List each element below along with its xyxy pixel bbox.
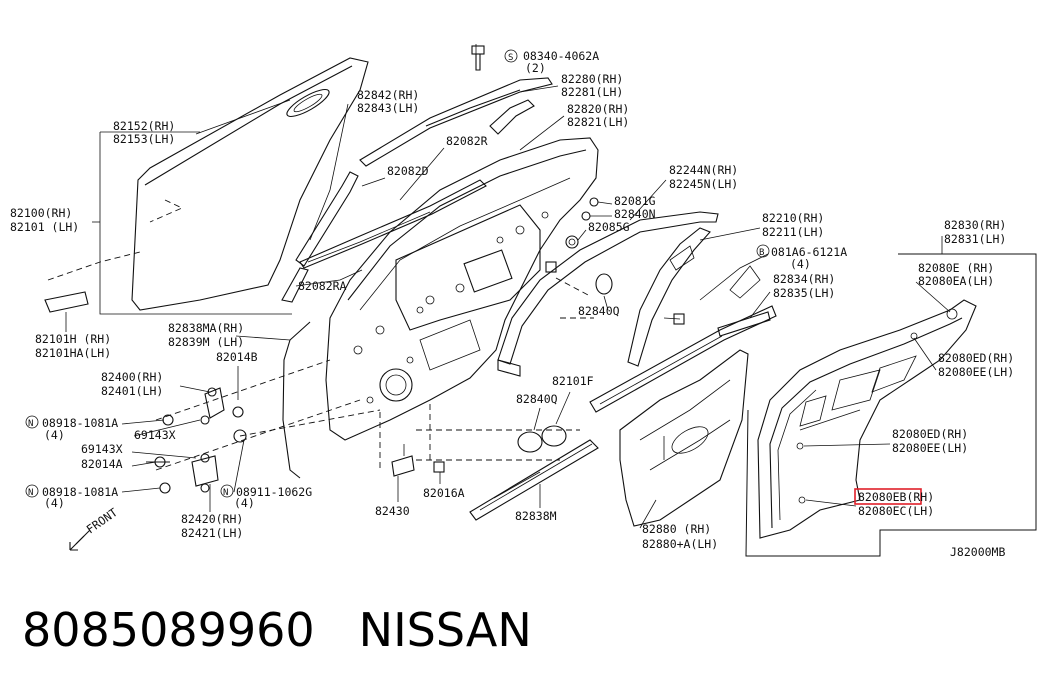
part-label-46: 82080ED(RH) [892, 427, 968, 441]
part-label-2: (2) [525, 61, 546, 75]
part-label-5: 82842(RH) [357, 88, 419, 102]
part-label-60: 82421(LH) [181, 526, 243, 540]
part-label-35: 82101HA(LH) [35, 346, 111, 360]
part-label-39: 82400(RH) [101, 370, 163, 384]
dashed-guides [155, 277, 594, 471]
part-label-47: 82080EE(LH) [892, 441, 968, 455]
part-label-52: 82016A [423, 486, 465, 500]
leader-lines [121, 44, 951, 529]
highlight-box [854, 488, 922, 505]
bolt-08340-icon: S [471, 45, 518, 71]
part-label-26: 82080E (RH) [918, 261, 994, 275]
weatherstrip-assembly [745, 253, 1037, 557]
part-label-44: (4) [44, 428, 65, 442]
svg-text:B: B [759, 248, 764, 258]
part-label-63: FRONT [84, 505, 120, 536]
part-label-50: 08918-1081A [42, 485, 118, 499]
part-label-3: 82280(RH) [561, 72, 623, 86]
pad-82101h [44, 251, 141, 332]
part-label-4: 82281(LH) [561, 85, 623, 99]
part-label-40: 82101F [552, 374, 594, 388]
part-label-55: 82080EB(RH) [858, 490, 934, 504]
window-seal-strips [281, 77, 553, 303]
trim-panel-82880 [619, 349, 749, 527]
part-label-16: 82100(RH) [10, 206, 72, 220]
parts-diagram: S [10, 44, 1037, 559]
caption-bar: 8085089960 NISSAN [22, 600, 532, 660]
part-label-34: 82839M (LH) [168, 335, 244, 349]
part-label-57: 82430 [375, 504, 410, 518]
callout-markers: N N N B [25, 244, 770, 498]
part-label-48: 69143X [81, 442, 123, 456]
part-label-10: 82153(LH) [113, 132, 175, 146]
check-link [391, 444, 445, 477]
part-label-18: 82840N [614, 207, 656, 221]
svg-text:N: N [28, 488, 33, 498]
part-label-56: 82080EC(LH) [858, 504, 934, 518]
part-label-7: 82820(RH) [567, 102, 629, 116]
part-label-19: 82210(RH) [762, 211, 824, 225]
part-label-11: 82082R [446, 134, 488, 148]
part-label-51: 08911-1062G [236, 485, 312, 499]
part-label-29: 82082RA [298, 279, 347, 293]
part-label-6: 82843(LH) [357, 101, 419, 115]
part-label-61: 82880 (RH) [642, 522, 711, 536]
part-label-30: 82835(LH) [773, 286, 835, 300]
part-label-1: 08340-4062A [523, 49, 599, 63]
part-label-14: 82245N(LH) [669, 177, 738, 191]
part-number: 8085089960 [22, 603, 315, 657]
part-label-36: 82014B [216, 350, 258, 364]
part-label-42: 82840Q [516, 392, 558, 406]
part-label-21: 82211(LH) [762, 225, 824, 239]
part-labels: 08340-4062A(2) 82280(RH)82281(LH) 82842(RH… [10, 49, 1014, 559]
door-glass-channel [497, 211, 777, 413]
small-fasteners [545, 197, 613, 295]
part-label-28: 82834(RH) [773, 272, 835, 286]
part-label-37: 82080ED(RH) [938, 351, 1014, 365]
part-label-45: 69143X [134, 428, 176, 442]
part-label-9: 82152(RH) [113, 119, 175, 133]
part-label-53: (4) [44, 496, 65, 510]
part-label-17: 82101 (LH) [10, 220, 79, 234]
part-label-43: 08918-1081A [42, 416, 118, 430]
part-label-25: (4) [790, 257, 811, 271]
part-label-59: 82420(RH) [181, 512, 243, 526]
part-label-13: 82244N(RH) [669, 163, 738, 177]
part-label-23: 82831(LH) [944, 232, 1006, 246]
part-label-8: 82821(LH) [567, 115, 629, 129]
part-label-31: 82840Q [578, 304, 620, 318]
svg-text:N: N [223, 488, 228, 498]
part-label-38: 82080EE(LH) [938, 365, 1014, 379]
rod-82838ma [282, 321, 311, 479]
part-label-33: 82838MA(RH) [168, 321, 244, 335]
part-label-64: J82000MB [950, 545, 1005, 559]
part-label-32: 82101H (RH) [35, 332, 111, 346]
part-label-49: 82014A [81, 457, 123, 471]
part-label-41: 82401(LH) [101, 384, 163, 398]
svg-text:S: S [508, 53, 513, 63]
part-label-22: 82830(RH) [944, 218, 1006, 232]
part-label-54: (4) [234, 496, 255, 510]
outer-door-panel [131, 57, 369, 311]
part-label-15: 82081G [614, 194, 656, 208]
svg-text:N: N [28, 419, 33, 429]
inner-door-frame [325, 137, 599, 441]
front-arrow-icon [69, 529, 91, 551]
part-label-12: 82082D [387, 164, 429, 178]
part-label-62: 82880+A(LH) [642, 537, 718, 551]
part-label-20: 82085G [588, 220, 630, 234]
lower-parts [469, 425, 599, 521]
part-label-58: 82838M [515, 509, 557, 523]
part-label-27: 82080EA(LH) [918, 274, 994, 288]
part-label-24: 081A6-6121A [771, 245, 847, 259]
hinges [146, 387, 247, 494]
brand-name: NISSAN [358, 603, 532, 657]
